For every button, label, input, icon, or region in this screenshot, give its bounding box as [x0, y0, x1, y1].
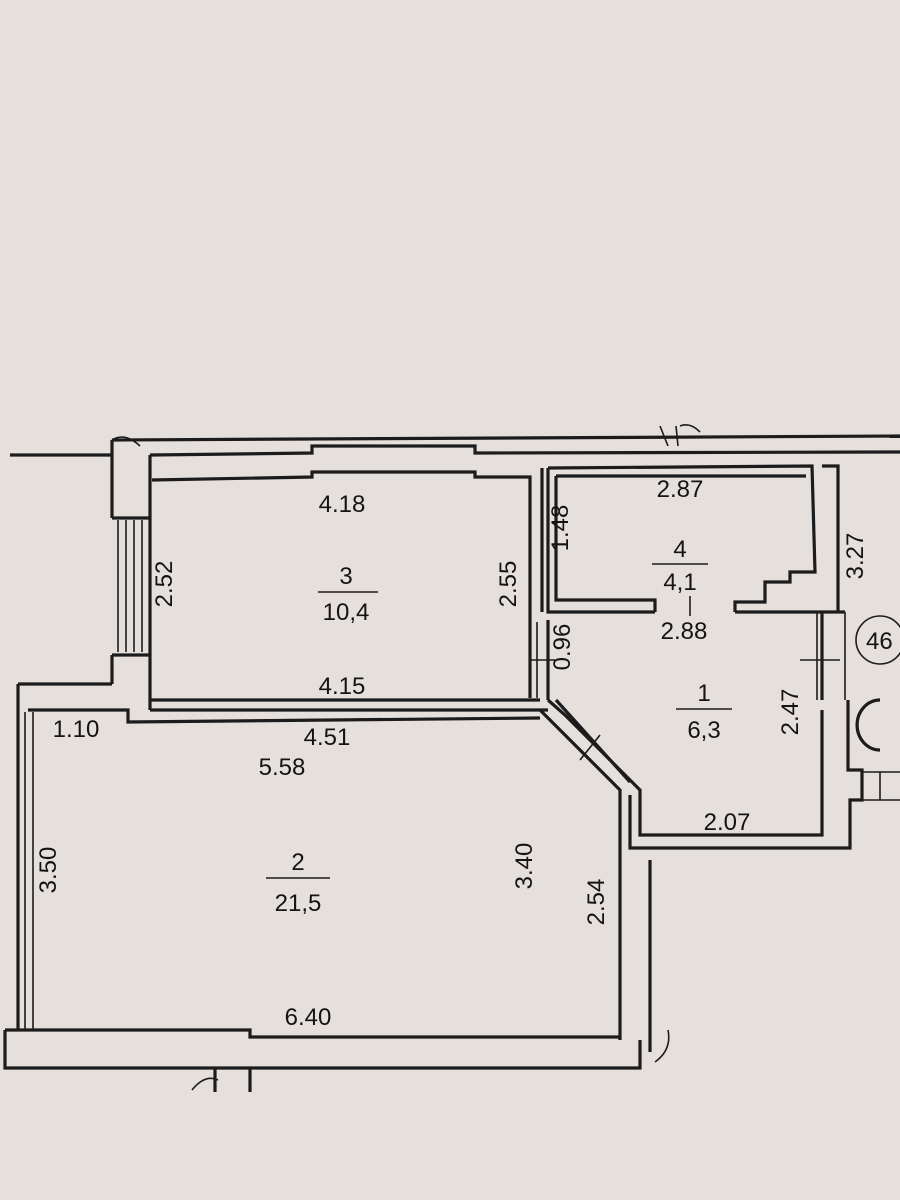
room-3-number: 3 — [339, 563, 352, 590]
dim-room3-right: 2.55 — [495, 561, 522, 608]
dim-room2-left: 3.50 — [35, 847, 62, 894]
left-window — [110, 455, 152, 710]
room-1-number: 1 — [697, 680, 710, 707]
dim-room4-left: 1.48 — [547, 505, 574, 552]
dim-room2-left-stub: 1.10 — [53, 716, 100, 743]
dim-room1-bottom: 2.07 — [704, 809, 751, 836]
dim-room2-right: 2.54 — [583, 879, 610, 926]
dim-room2-top-b: 5.58 — [259, 754, 306, 781]
room-2-number: 2 — [291, 849, 304, 876]
dim-room4-bottom: 2.88 — [661, 618, 708, 645]
circle-markers — [855, 615, 900, 752]
room-1-walls — [530, 612, 900, 850]
room-2-walls — [3, 682, 670, 1092]
room-3-area: 10,4 — [323, 599, 370, 626]
dim-room1-opening: 0.96 — [549, 624, 576, 671]
dim-room3-top: 4.18 — [319, 491, 366, 518]
dim-room4-top: 2.87 — [657, 476, 704, 503]
room-4-area: 4,1 — [663, 569, 696, 596]
top-wall — [10, 424, 900, 518]
room-3-walls — [150, 468, 548, 712]
dim-room3-left: 2.52 — [151, 561, 178, 608]
room-4-number: 4 — [673, 536, 686, 563]
dim-room1-right: 2.47 — [777, 689, 804, 736]
dim-room2-bottom: 6.40 — [285, 1004, 332, 1031]
dim-room3-bottom: 4.15 — [319, 673, 366, 700]
dim-right-side: 3.27 — [842, 533, 869, 580]
circle-marker-label: 46 — [866, 628, 893, 655]
room-2-area: 21,5 — [275, 890, 322, 917]
dim-room2-inner-right: 3.40 — [511, 843, 538, 890]
diagonal-wall — [538, 698, 632, 1040]
room-1-area: 6,3 — [687, 717, 720, 744]
dim-room2-top-a: 4.51 — [304, 724, 351, 751]
room-4-walls — [546, 464, 845, 616]
